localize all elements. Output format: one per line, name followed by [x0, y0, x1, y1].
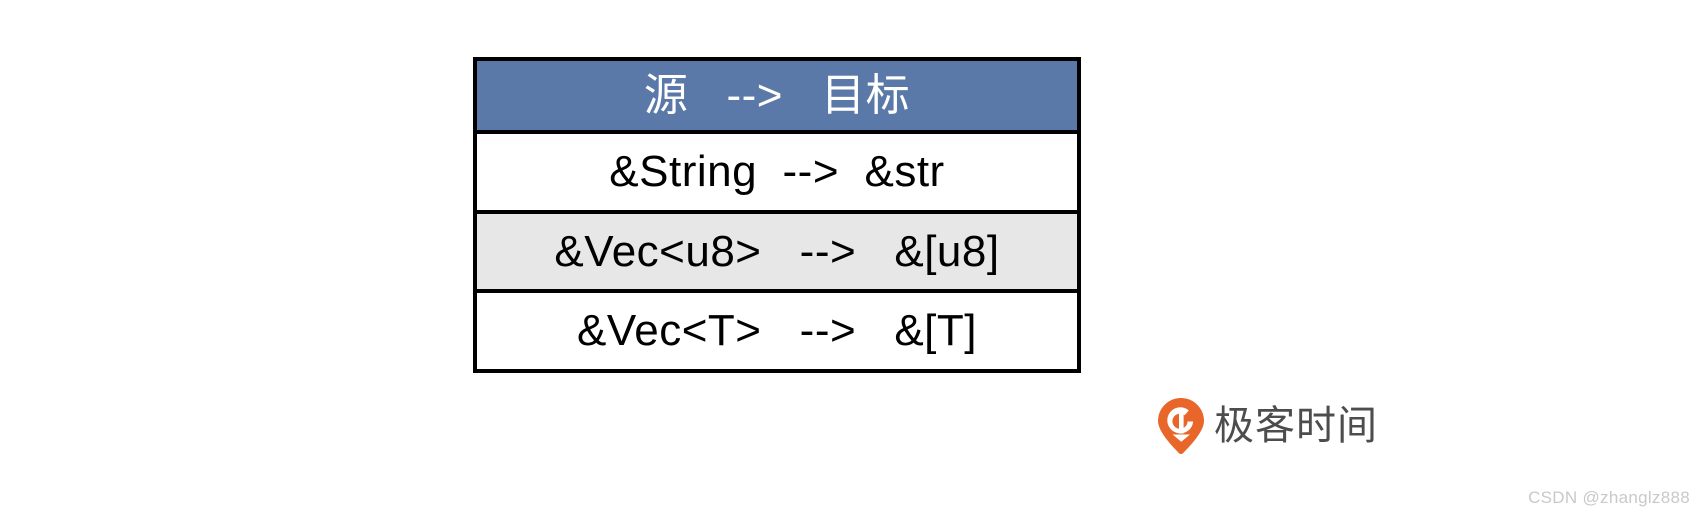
csdn-watermark: CSDN @zhanglz888 — [1528, 488, 1690, 507]
conversion-table: 源 --> 目标 &String --> &str &Vec<u8> --> &… — [473, 57, 1081, 373]
table-row: &Vec<u8> --> &[u8] — [477, 213, 1077, 294]
geektime-pin-icon — [1158, 398, 1204, 454]
table-row: &String --> &str — [477, 134, 1077, 214]
geektime-logo: 极客时间 — [1158, 398, 1378, 454]
geektime-wordmark: 极客时间 — [1214, 404, 1378, 448]
table-row: &Vec<T> --> &[T] — [477, 293, 1077, 370]
table-row-label: &String --> &str — [609, 146, 945, 196]
table-header-label: 源 --> 目标 — [643, 70, 911, 120]
table-header-row: 源 --> 目标 — [477, 61, 1077, 134]
table-row-label: &Vec<T> --> &[T] — [576, 306, 978, 356]
table-row-label: &Vec<u8> --> &[u8] — [554, 226, 1000, 276]
